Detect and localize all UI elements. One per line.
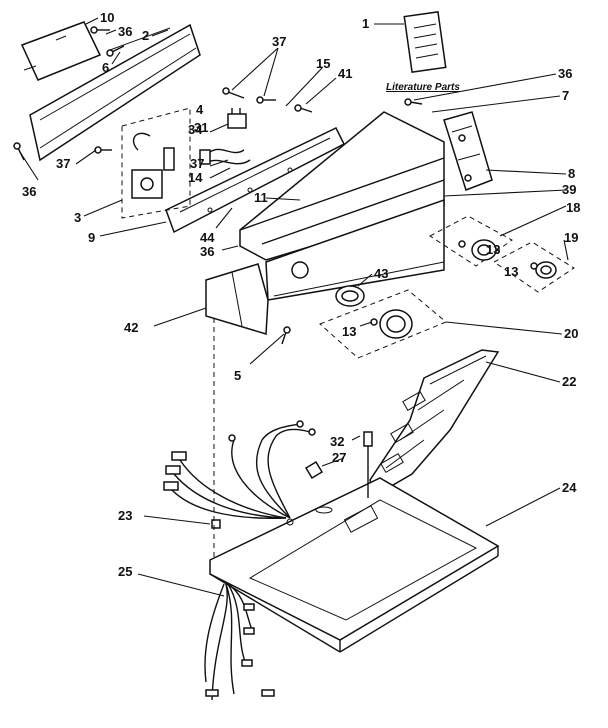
screw-part-5 (281, 326, 291, 345)
rear-panel-part-10 (20, 21, 102, 81)
knob-box-part-18 (429, 215, 513, 267)
callout-13: 13 (486, 242, 500, 257)
clip-part-32 (304, 460, 324, 480)
clip-part-23 (211, 519, 221, 529)
literature-booklet-part-1 (403, 11, 447, 73)
ring-part-43 (335, 285, 365, 307)
timer-part-3 (131, 169, 163, 199)
switch-part-34 (227, 108, 247, 129)
top-panel-part-24 (209, 477, 500, 653)
callout-13: 13 (504, 264, 518, 279)
callout-25: 25 (118, 564, 132, 579)
callout-42: 42 (124, 320, 138, 335)
callout-20: 20 (564, 326, 578, 341)
callout-37: 37 (56, 156, 70, 171)
callout-44: 44 (200, 230, 215, 245)
callout-24: 24 (562, 480, 577, 495)
end-bracket-part-8 (443, 111, 493, 191)
knob-part-19 (530, 261, 557, 279)
callout-37: 37 (190, 156, 204, 171)
wire-part-4 (132, 132, 151, 151)
end-cap-part-42 (205, 263, 269, 335)
callout-6: 6 (102, 60, 109, 75)
knob-part-18 (458, 239, 497, 261)
callout-36: 36 (22, 184, 36, 199)
callout-10: 10 (100, 10, 114, 25)
callout-1: 1 (362, 16, 369, 31)
callout-labels: 10 36 2 6 37 15 41 1 36 7 4 31 34 37 37 … (22, 10, 580, 579)
callout-3: 3 (74, 210, 81, 225)
callout-39: 39 (562, 182, 576, 197)
callout-36: 36 (200, 244, 214, 259)
callout-leaders (19, 17, 569, 597)
callout-13: 13 (342, 324, 356, 339)
callout-36: 36 (118, 24, 132, 39)
callout-11: 11 (254, 190, 268, 205)
harness-part-14 (199, 148, 251, 165)
callout-34: 34 (188, 122, 203, 137)
callout-23: 23 (118, 508, 132, 523)
callout-36: 36 (558, 66, 572, 81)
callout-37: 37 (272, 34, 286, 49)
callout-27: 27 (332, 450, 346, 465)
callout-41: 41 (338, 66, 352, 81)
callout-32: 32 (330, 434, 344, 449)
fuse-part-27 (363, 431, 373, 498)
callout-8: 8 (568, 166, 575, 181)
callout-9: 9 (88, 230, 95, 245)
knob-box-part-19 (493, 241, 575, 293)
duct-part-22 (369, 349, 500, 498)
screw-group-top-left (13, 26, 423, 161)
wire-harness-upper (163, 420, 316, 519)
literature-parts-label: Literature Parts (386, 82, 460, 93)
callout-7: 7 (562, 88, 569, 103)
back-panel-part-2 (29, 23, 201, 162)
switch-assembly-box-part-3 (121, 107, 191, 219)
callout-18: 18 (566, 200, 580, 215)
callout-22: 22 (562, 374, 576, 389)
wire-harness-part-25 (204, 583, 275, 701)
callout-2: 2 (142, 28, 149, 43)
control-console-part-11 (239, 111, 445, 261)
callout-5: 5 (234, 368, 241, 383)
callout-19: 19 (564, 230, 578, 245)
console-front-part-42 (265, 198, 445, 301)
callout-14: 14 (188, 170, 203, 185)
callout-4: 4 (196, 102, 204, 117)
knob-part-20 (370, 309, 413, 339)
switch-part-31 (163, 147, 175, 171)
callout-31: 31 (194, 120, 208, 135)
callout-43: 43 (374, 266, 388, 281)
callout-15: 15 (316, 56, 330, 71)
